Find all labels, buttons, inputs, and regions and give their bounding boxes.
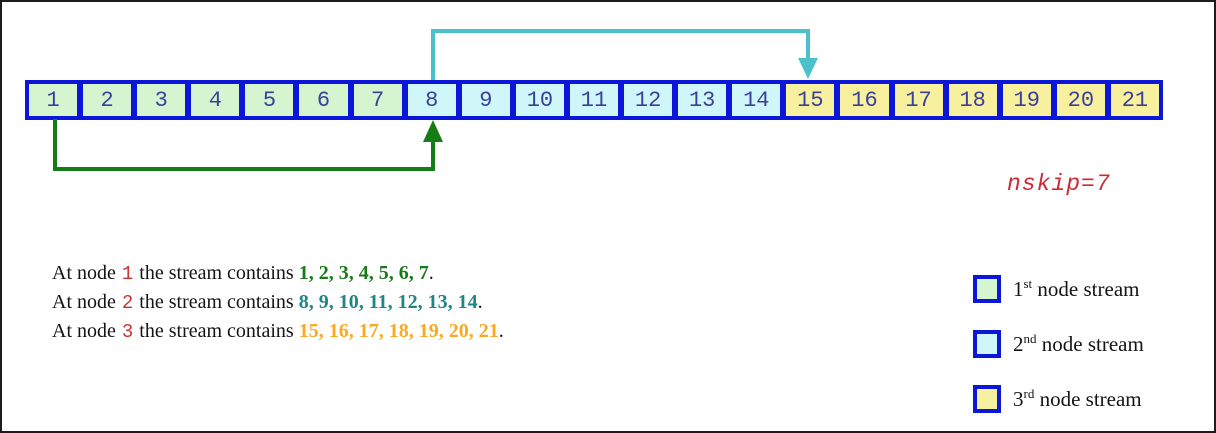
statement-prefix: At node: [52, 291, 116, 313]
nskip-annotation: nskip=7: [1007, 171, 1111, 197]
stream-cell: 13: [675, 81, 730, 119]
legend-item-stream2: 2nd node stream: [973, 329, 1144, 358]
stream-cell: 21: [1107, 81, 1162, 119]
statement-prefix: At node: [52, 320, 116, 342]
node-number: 3: [121, 321, 134, 343]
stream-cell: 3: [134, 81, 189, 119]
stream-cell: 15: [783, 81, 838, 119]
forward-skip-arrow-icon: [431, 29, 818, 80]
stream-cell: 6: [296, 81, 351, 119]
stream-cell: 11: [566, 81, 622, 119]
stream-cell: 18: [945, 81, 1000, 119]
stream-cell: 9: [458, 81, 513, 119]
legend-label: 2nd node stream: [1013, 331, 1144, 357]
stream-cell: 14: [729, 81, 784, 119]
legend-label: 3rd node stream: [1013, 386, 1142, 412]
legend-text: node stream: [1041, 331, 1144, 356]
legend-ordinal-suffix: nd: [1023, 330, 1037, 346]
node-number: 1: [121, 263, 134, 285]
legend-ordinal: 3: [1013, 386, 1024, 411]
statement-period: .: [498, 320, 504, 342]
legend-ordinal-suffix: rd: [1023, 385, 1035, 401]
legend-ordinal-suffix: st: [1023, 275, 1033, 291]
stream-cell: 16: [837, 81, 892, 119]
legend: 1st node stream 2nd node stream 3rd node…: [973, 274, 1144, 431]
stream-cell: 2: [80, 81, 135, 119]
stream-cell: 10: [512, 81, 567, 119]
legend-item-stream1: 1st node stream: [973, 274, 1144, 303]
statement-middle: the stream contains: [139, 262, 294, 284]
stream-cell: 5: [242, 81, 297, 119]
legend-ordinal: 1: [1013, 276, 1024, 301]
stream3-swatch-icon: [973, 384, 1001, 413]
arrowhead-up-icon: [423, 120, 443, 142]
stream-cell: 20: [1053, 81, 1108, 119]
legend-label: 1st node stream: [1013, 276, 1139, 302]
stream-numbers: 15, 16, 17, 18, 19, 20, 21: [298, 320, 499, 342]
stream-cell: 19: [999, 81, 1054, 119]
stream-cell: 12: [621, 81, 676, 119]
stream-numbers: 1, 2, 3, 4, 5, 6, 7: [298, 262, 429, 284]
stream-cell: 8: [404, 81, 459, 119]
statement-line: At node 1 the stream contains 1, 2, 3, 4…: [52, 259, 504, 288]
statement-period: .: [477, 291, 483, 313]
statement-line: At node 3 the stream contains 15, 16, 17…: [52, 317, 504, 346]
statement-middle: the stream contains: [139, 320, 294, 342]
statement-middle: the stream contains: [139, 291, 294, 313]
stream-cell: 4: [188, 81, 243, 119]
legend-text: node stream: [1037, 276, 1140, 301]
legend-ordinal: 2: [1013, 331, 1024, 356]
stream-cell: 7: [350, 81, 405, 119]
back-skip-arrow-icon: [53, 119, 443, 171]
legend-item-stream3: 3rd node stream: [973, 384, 1144, 413]
arrowhead-down-icon: [798, 58, 818, 79]
stream-bar: 1 2 3 4 5 6 7 8 9 10 11 12 13 14 15 16 1…: [25, 80, 1163, 120]
statement-line: At node 2 the stream contains 8, 9, 10, …: [52, 288, 504, 317]
stream-statements: At node 1 the stream contains 1, 2, 3, 4…: [52, 259, 504, 346]
stream2-swatch-icon: [973, 329, 1001, 358]
statement-period: .: [428, 262, 434, 284]
stream-cell: 1: [26, 81, 81, 119]
stream-numbers: 8, 9, 10, 11, 12, 13, 14: [298, 291, 478, 313]
stream1-swatch-icon: [973, 274, 1001, 303]
statement-prefix: At node: [52, 262, 116, 284]
legend-text: node stream: [1039, 386, 1142, 411]
stream-cell: 17: [891, 81, 946, 119]
node-number: 2: [121, 292, 134, 314]
